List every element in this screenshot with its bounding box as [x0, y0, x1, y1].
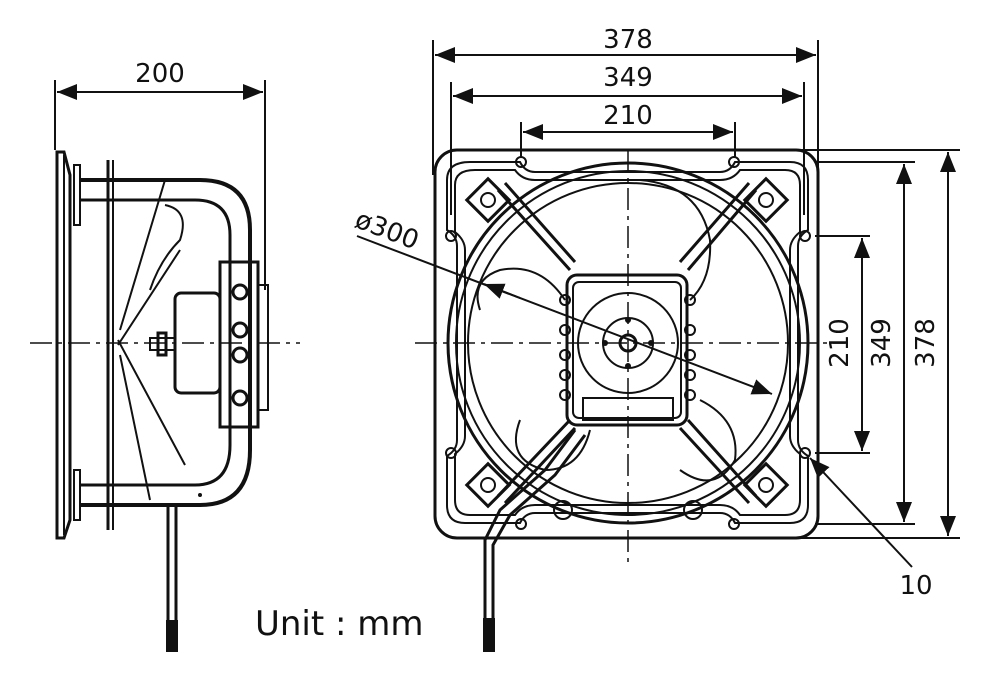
hole-diameter-label: 10: [899, 571, 932, 601]
mounting-bracket: [80, 178, 252, 507]
unit-label: Unit : mm: [255, 604, 424, 644]
hole-spacing-width-label: 349: [603, 63, 653, 93]
outer-frame: [433, 148, 820, 540]
fan-diameter-label: ø300: [351, 205, 423, 256]
inner-width-label: 210: [603, 101, 653, 131]
hole-spacing-height-label: 349: [867, 318, 897, 368]
depth-dimension-label: 200: [135, 59, 185, 89]
mounting-holes: [445, 156, 811, 530]
front-view: 378 349 210: [351, 25, 960, 652]
outer-height-label: 378: [911, 318, 941, 368]
cable-plug: [166, 620, 178, 652]
front-cable-plug: [483, 618, 495, 652]
front-flange: [55, 150, 72, 540]
inner-height-label: 210: [825, 318, 855, 368]
side-view: 200: [30, 59, 300, 652]
outer-width-label: 378: [603, 25, 653, 55]
hole-leader-line: [809, 457, 913, 568]
motor-cover-plate: [218, 260, 260, 429]
